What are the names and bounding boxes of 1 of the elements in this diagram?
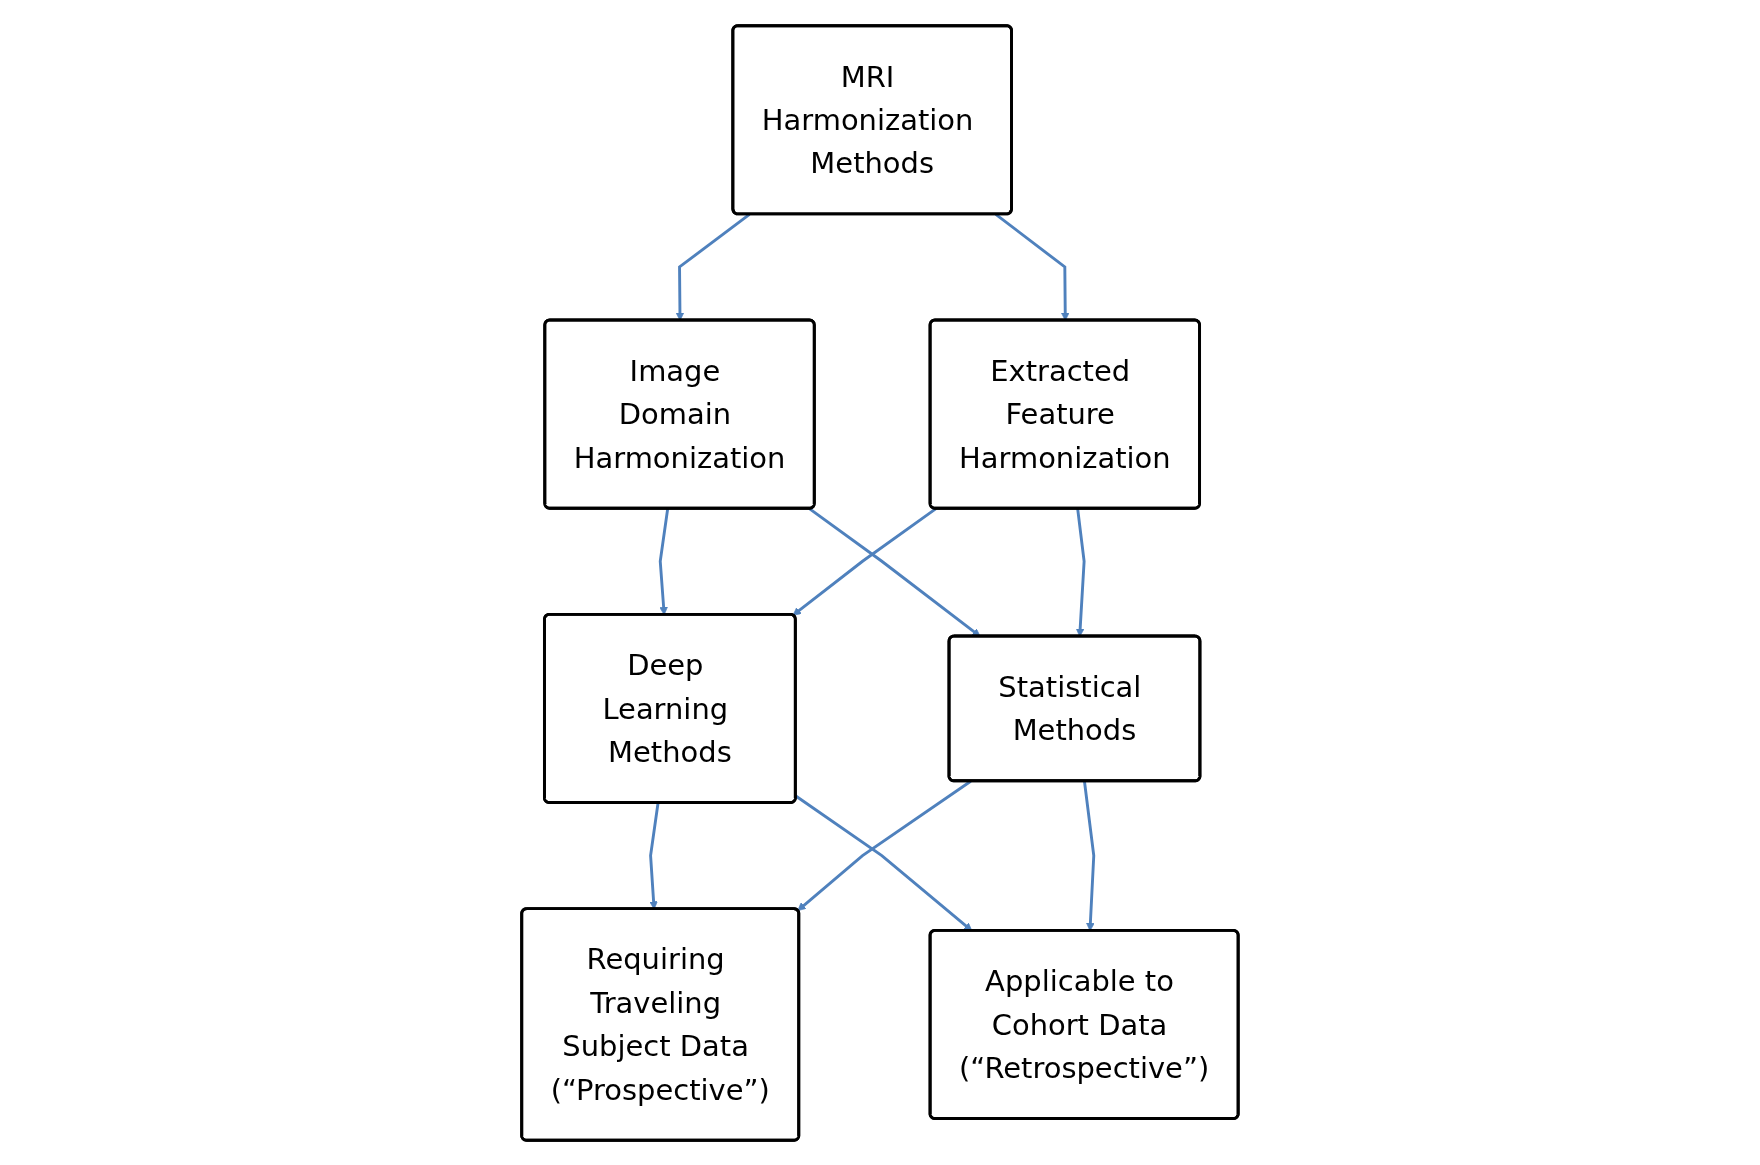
arrow xyxy=(792,507,937,616)
